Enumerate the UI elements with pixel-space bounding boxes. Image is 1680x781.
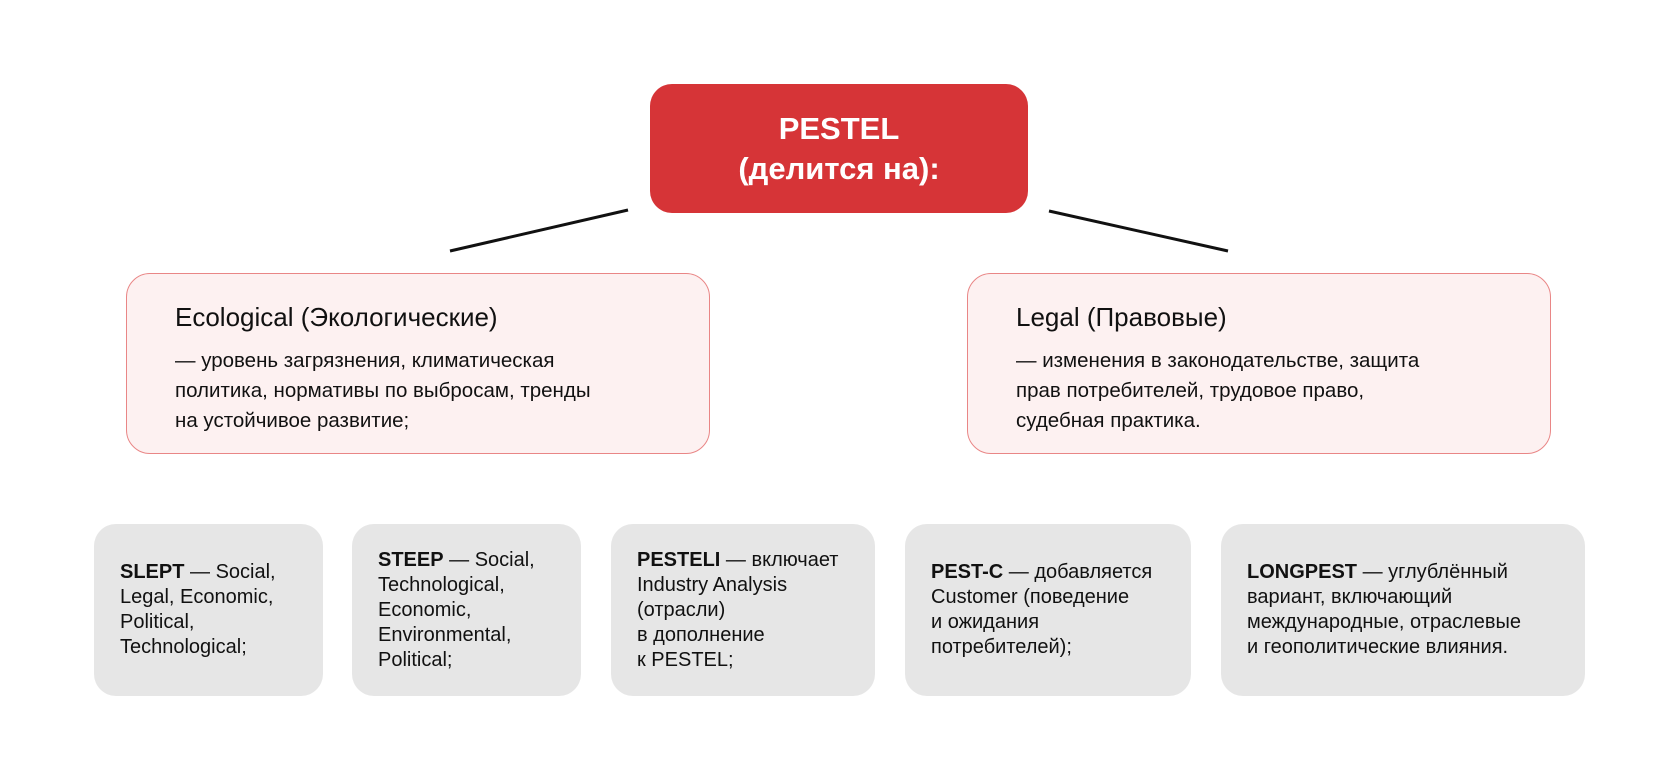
category-ecological: Ecological (Экологические) — уровень заг… xyxy=(126,273,710,454)
root-subtitle: (делится на): xyxy=(738,150,940,186)
variant-text: STEEP — Social,Technological,Economic,En… xyxy=(378,548,535,671)
category-legal: Legal (Правовые) — изменения в законодат… xyxy=(967,273,1551,454)
variant-steep: STEEP — Social,Technological,Economic,En… xyxy=(352,524,581,696)
category-title: Ecological (Экологические) xyxy=(175,302,498,332)
variant-slept: SLEPT — Social,Legal, Economic,Political… xyxy=(94,524,323,696)
connector-left xyxy=(449,208,629,253)
variant-text: SLEPT — Social,Legal, Economic,Political… xyxy=(120,561,276,658)
root-title: PESTEL xyxy=(778,110,900,146)
category-title: Legal (Правовые) xyxy=(1016,302,1227,332)
pestel-root-node: PESTEL (делится на): xyxy=(650,84,1028,213)
connector-right xyxy=(1048,209,1229,253)
